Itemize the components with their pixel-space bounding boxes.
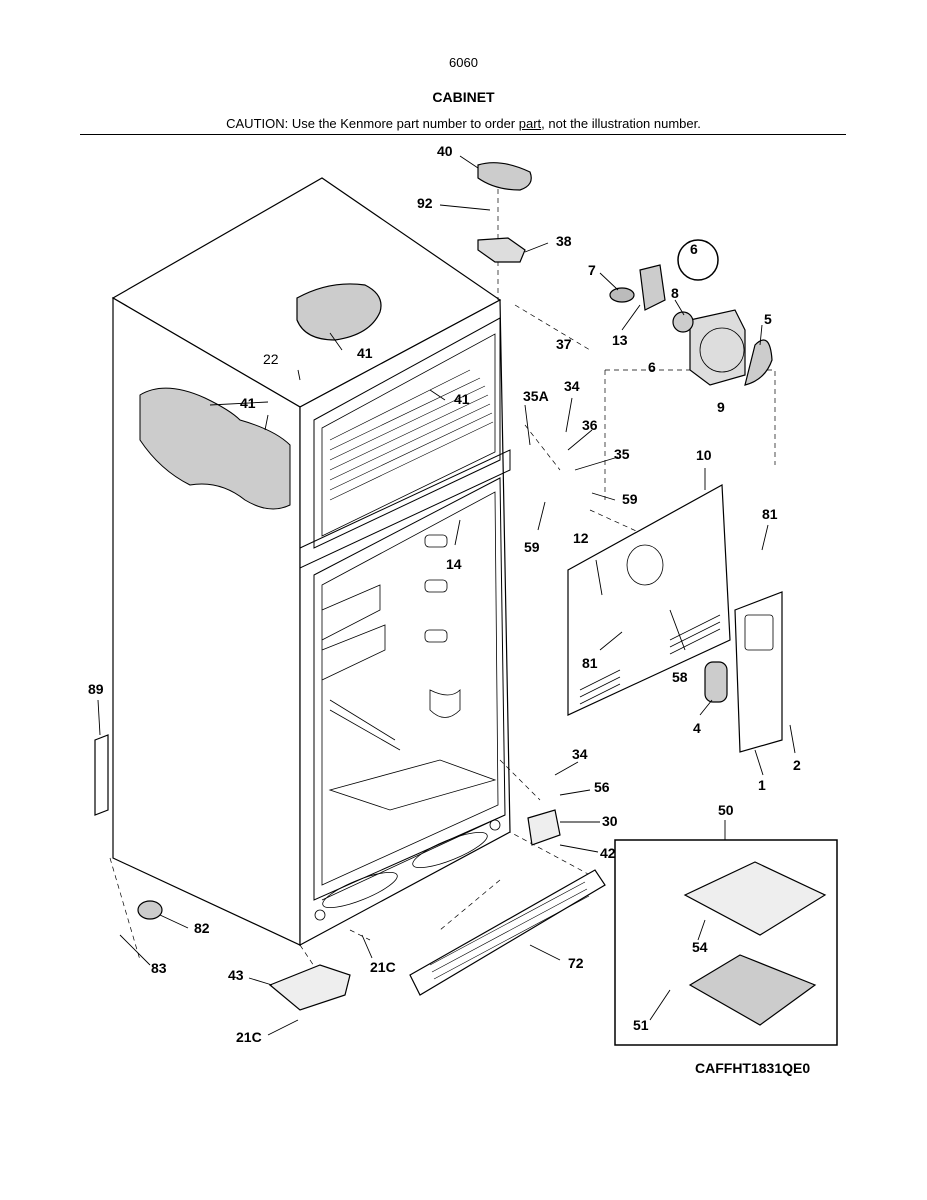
callout-c6a: 6 [690, 241, 698, 257]
callout-c89: 89 [88, 681, 104, 697]
callout-c8: 8 [671, 285, 679, 301]
ice-tray-frame [683, 861, 827, 936]
callout-c5: 5 [764, 311, 772, 327]
top-hinge [477, 237, 526, 263]
callout-c6b: 6 [648, 359, 656, 375]
callout-c41c: 41 [454, 391, 470, 407]
callout-c56: 56 [594, 779, 610, 795]
page-title: CABINET [432, 89, 495, 105]
caution-text-before: CAUTION: Use the Kenmore part number to … [226, 116, 519, 131]
callout-c13: 13 [612, 332, 628, 348]
model-code: CAFFHT1831QE0 [695, 1060, 811, 1076]
callout-c9: 9 [717, 399, 725, 415]
callout-c21cb: 21C [236, 1029, 262, 1045]
callout-c92: 92 [417, 195, 433, 211]
callout-c30: 30 [602, 813, 618, 829]
callout-c34b: 34 [572, 746, 588, 762]
caution-part-link: part [518, 116, 542, 131]
fan-bracket [689, 309, 746, 386]
callout-c35a: 35A [523, 388, 549, 404]
top-cover [296, 283, 382, 341]
header-rule [80, 134, 846, 135]
hinge-cover [477, 162, 532, 191]
caution-note: CAUTION: Use the Kenmore part number to … [0, 116, 927, 131]
callout-c81b: 81 [582, 655, 598, 671]
callout-c1: 1 [758, 777, 766, 793]
callout-c36: 36 [582, 417, 598, 433]
callout-c38: 38 [556, 233, 572, 249]
side-insert [139, 387, 291, 510]
callout-c82: 82 [194, 920, 210, 936]
rear-panel [567, 484, 731, 716]
callout-c7: 7 [588, 262, 596, 278]
callout-c34a: 34 [564, 378, 580, 394]
control-housing [734, 591, 783, 753]
ice-maker-unit [688, 954, 817, 1026]
caution-text-after: , not the illustration number. [541, 116, 701, 131]
callout-c2: 2 [793, 757, 801, 773]
fan-blade [744, 339, 773, 386]
callout-c83: 83 [151, 960, 167, 976]
callout-c58: 58 [672, 669, 688, 685]
callout-c59a: 59 [622, 491, 638, 507]
callout-c14: 14 [446, 556, 462, 572]
callout-c72: 72 [568, 955, 584, 971]
callout-c51: 51 [633, 1017, 649, 1033]
fan-motor [639, 264, 666, 311]
callout-c35: 35 [614, 446, 630, 462]
callout-c4: 4 [693, 720, 701, 736]
callout-c81a: 81 [762, 506, 778, 522]
toe-grille [409, 869, 606, 996]
callout-c41a: 41 [357, 345, 373, 361]
callout-c50: 50 [718, 802, 734, 818]
inset-box [614, 839, 838, 1046]
callout-c42: 42 [600, 845, 616, 861]
callout-c59b: 59 [524, 539, 540, 555]
callout-c12: 12 [573, 530, 589, 546]
callout-c22: 22 [263, 351, 279, 367]
callout-c10: 10 [696, 447, 712, 463]
callout-c37: 37 [556, 336, 572, 352]
callout-c54: 54 [692, 939, 708, 955]
callout-c43: 43 [228, 967, 244, 983]
page-number: 6060 [449, 55, 478, 70]
callout-c41b: 41 [240, 395, 256, 411]
callout-c21ca: 21C [370, 959, 396, 975]
callout-c40: 40 [437, 143, 453, 159]
